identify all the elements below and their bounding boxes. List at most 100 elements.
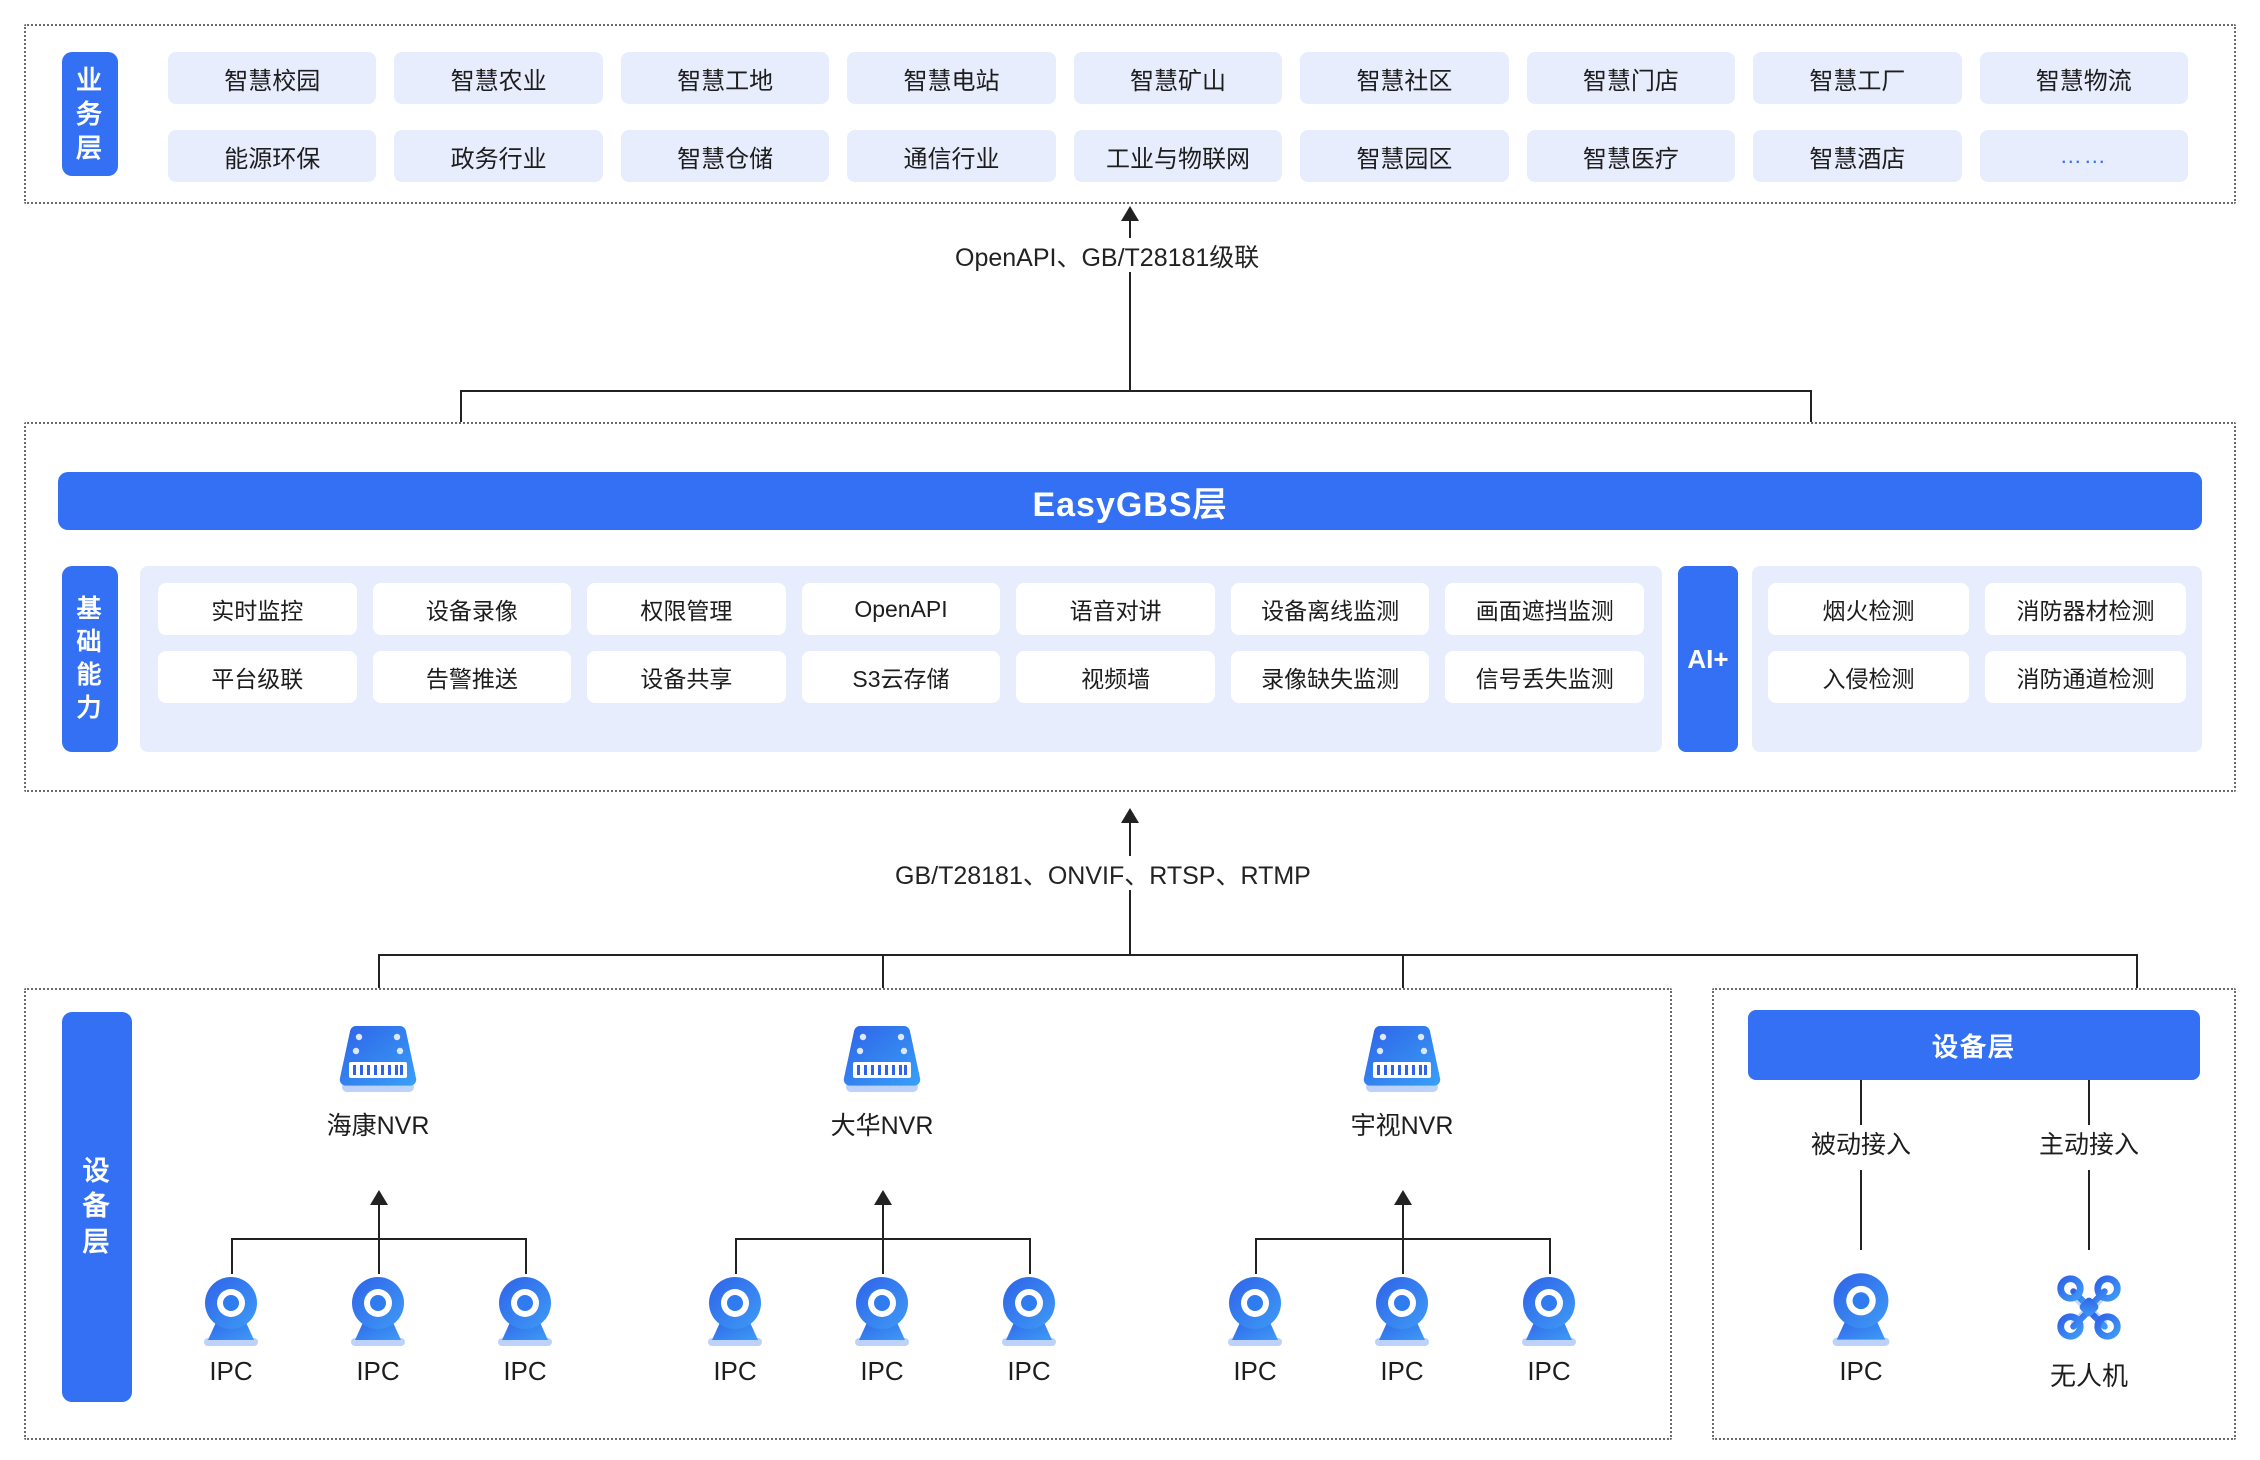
camera-icon [351,1277,405,1346]
bottom-branch-hik [378,954,380,1014]
business-layer-side-label: 业务层 [62,52,118,176]
business-chip[interactable]: 智慧物流 [1979,52,2188,104]
ipc-branch [735,1238,737,1274]
ipc-branch [525,1238,527,1274]
nvr-dahua-arrow-icon [874,1190,892,1205]
nvr-label: 大华NVR [830,1112,934,1140]
ipc-node[interactable]: IPC [944,1272,1114,1387]
business-chip[interactable]: 智慧园区 [1300,130,1509,182]
ipc-node[interactable]: IPC [440,1272,610,1387]
easygbs-layer-bar: EasyGBS层 [58,472,2202,530]
bottom-branch-dahua [882,954,884,1014]
capability-item[interactable]: S3云存储 [801,651,1001,703]
business-chip[interactable]: 智慧工地 [620,52,830,104]
camera-icon [1522,1277,1576,1346]
device-layer-right-title: 设备层 [1748,1010,2200,1080]
camera-icon [855,1277,909,1346]
ai-capability-grid: 烟火检测 消防器材检测 入侵检测 消防通道检测 [1768,583,2186,703]
active-access-line-bottom [2088,1170,2090,1250]
business-chip[interactable]: 智慧农业 [394,52,603,104]
ipc-label: IPC [1839,1356,1883,1386]
drone-icon [2057,1275,2121,1340]
capability-item[interactable]: 设备离线监测 [1230,583,1430,635]
ipc-node[interactable]: IPC [1170,1272,1340,1387]
ai-capability-item[interactable]: 消防通道检测 [1985,651,2186,703]
ai-plus-label: AI+ [1678,566,1738,752]
ai-capability-item[interactable]: 烟火检测 [1768,583,1969,635]
capability-item[interactable]: 信号丢失监测 [1445,651,1644,703]
passive-access-label: 被动接入 [1793,1125,1929,1161]
ipc-node[interactable]: IPC [293,1272,463,1387]
business-chip[interactable]: 政务行业 [394,130,603,182]
nvr-node-haikang[interactable]: 海康NVR [293,1020,463,1142]
top-connector-label: OpenAPI、GB/T28181级联 [945,238,1270,274]
capability-grid: 实时监控 设备录像 权限管理 OpenAPI 语音对讲 设备离线监测 画面遮挡监… [158,583,1644,703]
capability-item[interactable]: 设备共享 [587,651,786,703]
capability-item[interactable]: 权限管理 [587,583,786,635]
business-chip[interactable]: 智慧医疗 [1526,130,1736,182]
nvr-haikang-arrow-icon [370,1190,388,1205]
platform-side-label-text: 基础能力 [76,595,104,722]
business-chip[interactable]: 智慧社区 [1300,52,1509,104]
nvr-uniview-stem [1402,1205,1404,1240]
ai-capability-item[interactable]: 消防器材检测 [1985,583,2186,635]
bottom-branch-right-panel [2136,954,2138,1014]
capability-item[interactable]: 平台级联 [158,651,357,703]
bottom-connector-label: GB/T28181、ONVIF、RTSP、RTMP [885,856,1321,892]
drone-node-active[interactable]: 无人机 [2004,1268,2174,1393]
nvr-node-dahua[interactable]: 大华NVR [797,1020,967,1142]
capability-item[interactable]: 告警推送 [372,651,572,703]
ipc-label: IPC [209,1356,253,1386]
business-layer-side-label-text: 业务层 [75,64,104,164]
capability-item[interactable]: 录像缺失监测 [1230,651,1430,703]
capability-item[interactable]: 画面遮挡监测 [1445,583,1644,635]
nvr-dahua-stem [882,1205,884,1240]
camera-icon [1002,1277,1056,1346]
camera-icon [1228,1277,1282,1346]
business-chip[interactable]: 智慧门店 [1526,52,1736,104]
bottom-branch-uniview [1402,954,1404,1014]
ipc-node-passive[interactable]: IPC [1776,1268,1946,1387]
business-chip[interactable]: 通信行业 [847,130,1056,182]
capability-item[interactable]: 实时监控 [158,583,357,635]
camera-icon [1832,1273,1890,1346]
drone-label: 无人机 [2049,1361,2128,1391]
ipc-node[interactable]: IPC [650,1272,820,1387]
ai-capability-item[interactable]: 入侵检测 [1768,651,1969,703]
platform-side-label: 基础能力 [62,566,118,752]
capability-item[interactable]: 视频墙 [1016,651,1215,703]
business-chip[interactable]: 智慧校园 [168,52,377,104]
ipc-node[interactable]: IPC [1317,1272,1487,1387]
business-chip[interactable]: 智慧仓储 [620,130,830,182]
nvr-haikang-stem [378,1205,380,1240]
top-connector-bus [460,390,1812,392]
business-layer-grid: 智慧校园 智慧农业 智慧工地 智慧电站 智慧矿山 智慧社区 智慧门店 智慧工厂 … [168,52,2188,182]
ipc-node[interactable]: IPC [1464,1272,1634,1387]
ipc-branch [378,1238,380,1274]
capability-item[interactable]: 设备录像 [372,583,572,635]
ipc-node[interactable]: IPC [146,1272,316,1387]
business-chip[interactable]: 工业与物联网 [1073,130,1283,182]
ipc-node[interactable]: IPC [797,1272,967,1387]
ipc-label: IPC [1233,1356,1277,1386]
nvr-icon [1363,1026,1441,1092]
business-chip[interactable]: 能源环保 [168,130,377,182]
nvr-node-uniview[interactable]: 宇视NVR [1317,1020,1487,1142]
bottom-connector-stem [1129,822,1131,860]
nvr-label: 宇视NVR [1350,1112,1454,1140]
ipc-label: IPC [1380,1356,1424,1386]
capability-item[interactable]: 语音对讲 [1016,583,1215,635]
capability-item[interactable]: OpenAPI [801,583,1001,635]
ipc-label: IPC [860,1356,904,1386]
business-chip[interactable]: 智慧酒店 [1753,130,1962,182]
business-chip[interactable]: 智慧矿山 [1073,52,1283,104]
camera-icon [1375,1277,1429,1346]
ipc-label: IPC [1527,1356,1571,1386]
business-chip[interactable]: 智慧电站 [847,52,1056,104]
bottom-connector-bus [378,954,2138,956]
nvr-icon [843,1026,921,1092]
nvr-uniview-arrow-icon [1394,1190,1412,1205]
camera-icon [498,1277,552,1346]
business-chip[interactable]: 智慧工厂 [1753,52,1962,104]
business-chip-more[interactable]: …… [1979,130,2188,182]
